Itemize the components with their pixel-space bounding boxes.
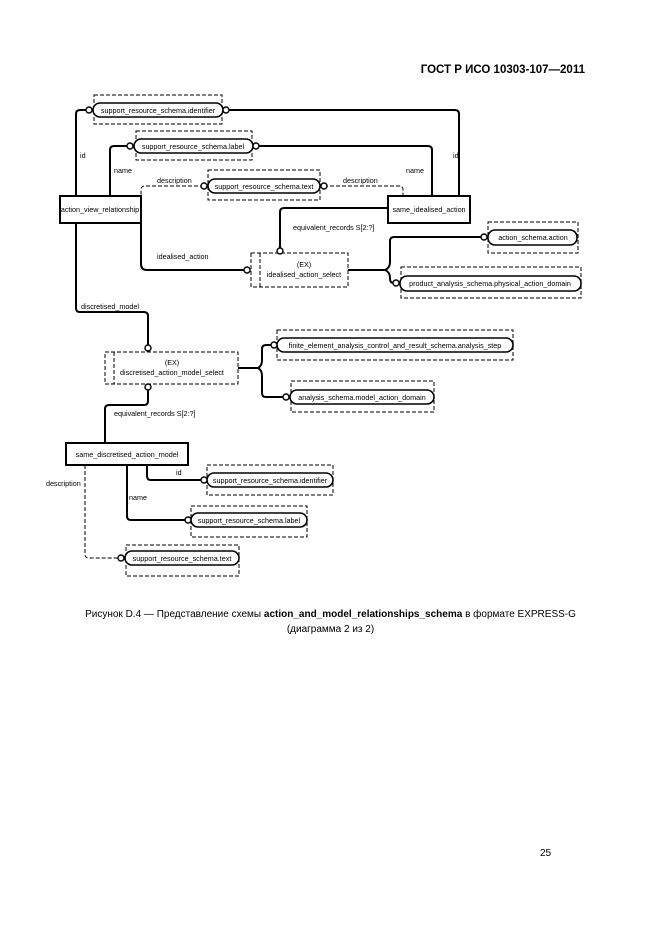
ref-label: support_resource_schema.text [215, 182, 314, 191]
svg-text:action_view_relationship: action_view_relationship [61, 205, 139, 214]
idealised-action-select: (EX) idealised_action_select [243, 247, 349, 288]
attr-description: description [343, 176, 378, 185]
ref-label: action_schema.action [498, 233, 568, 242]
page-number: 25 [540, 848, 552, 859]
ref-identifier-bottom: support_resource_schema.identifier [200, 464, 334, 496]
attr-name: name [406, 166, 424, 175]
ref-physical-action-domain: product_analysis_schema.physical_action_… [392, 266, 582, 299]
ref-label-bottom: support_resource_schema.label [184, 505, 308, 538]
attr-equivalent-records: equivalent_records S[2:?] [293, 223, 375, 232]
select-type: (EX) [165, 358, 179, 367]
select-name: discretised_action_model_select [120, 368, 224, 377]
entity-same-discretised-action-model: same_discretised_action_model [65, 442, 189, 466]
attr-name: name [129, 493, 147, 502]
attr-id: id [80, 151, 86, 160]
entity-same-idealised-action: same_idealised_action [387, 195, 471, 224]
attr-equivalent-records: equivalent_records S[2:?] [114, 409, 196, 418]
ref-action: action_schema.action [480, 221, 579, 254]
connectors [75, 109, 481, 559]
select-type: (EX) [297, 260, 311, 269]
entity-action-view-relationship: action_view_relationship [59, 195, 142, 224]
ref-label: support_resource_schema.label [142, 142, 245, 151]
attr-name: name [114, 166, 132, 175]
select-name: idealised_action_select [267, 270, 341, 279]
ref-text-bottom: support_resource_schema.text [117, 544, 240, 577]
attr-idealised-action: idealised_action [157, 252, 209, 261]
svg-text:same_discretised_action_model: same_discretised_action_model [76, 450, 179, 459]
ref-label: support_resource_schema.text [133, 554, 232, 563]
ref-label: support_resource_schema.identifier [213, 476, 328, 485]
svg-text:same_idealised_action: same_idealised_action [392, 205, 465, 214]
attr-discretised-model: discretised_model [81, 302, 139, 311]
attr-id: id [453, 151, 459, 160]
caption-suffix: в формате EXPRESS-G [462, 609, 576, 620]
attr-description: description [157, 176, 192, 185]
ref-label: support_resource_schema.label [198, 516, 301, 525]
ref-label: finite_element_analysis_control_and_resu… [289, 341, 502, 350]
ref-label: support_resource_schema.identifier [101, 106, 216, 115]
document-header: ГОСТ Р ИСО 10303-107—2011 [420, 64, 585, 76]
caption-schema: action_and_model_relationships_schema [263, 609, 463, 620]
attr-id: id [176, 468, 182, 477]
ref-label: product_analysis_schema.physical_action_… [409, 279, 571, 288]
attribute-labels: id id name name description description … [46, 151, 459, 502]
caption-prefix: Рисунок D.4 — Представление схемы [85, 609, 264, 620]
discretised-action-model-select: (EX) discretised_action_model_select [104, 344, 239, 391]
figure-caption-line2: (диаграмма 2 из 2) [286, 624, 375, 635]
figure-caption: Рисунок D.4 — Представление схемы action… [0, 609, 661, 620]
ref-model-action-domain: analysis_schema.model_action_domain [282, 380, 435, 413]
ref-label: analysis_schema.model_action_domain [298, 393, 425, 402]
ref-label-top: support_resource_schema.label [126, 130, 260, 161]
ref-text-top: support_resource_schema.text [200, 169, 328, 201]
attr-description: description [46, 479, 81, 488]
ref-identifier-top: support_resource_schema.identifier [85, 94, 230, 125]
ref-analysis-step: finite_element_analysis_control_and_resu… [270, 329, 514, 361]
